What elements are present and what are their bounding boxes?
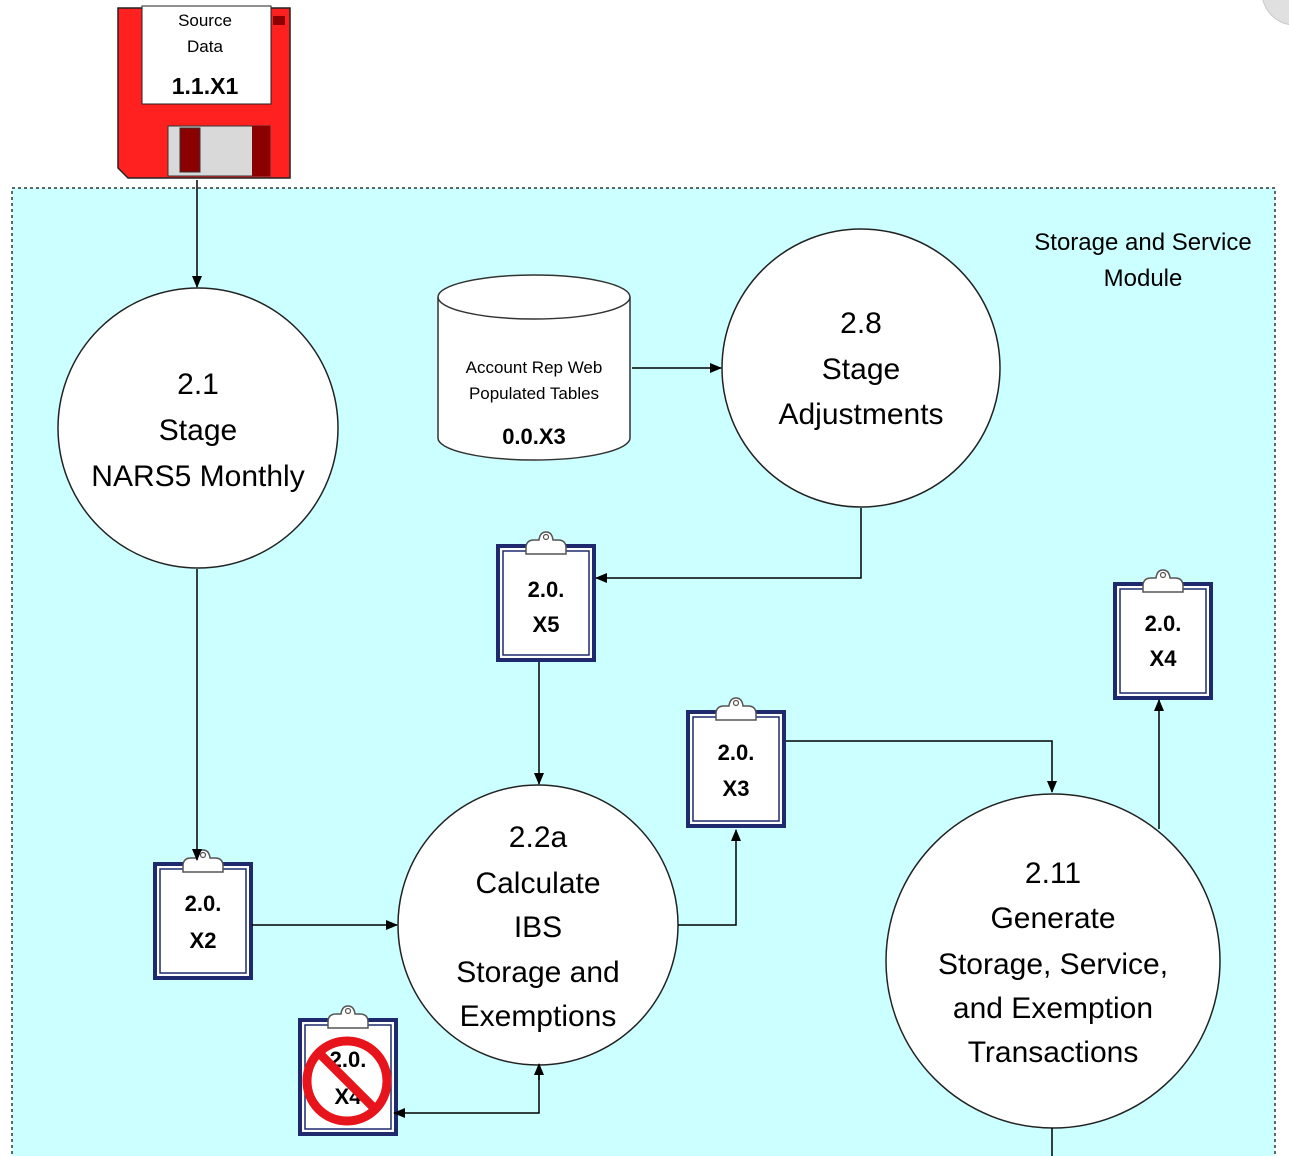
corner-decoration xyxy=(1262,0,1289,25)
disk-id: 1.1.X1 xyxy=(172,73,239,99)
process-2-2a-line3: Storage and xyxy=(456,956,619,989)
no-symbol-icon xyxy=(302,1036,392,1126)
datastore-cylinder xyxy=(437,274,631,461)
process-2-11-line3: and Exemption xyxy=(953,992,1153,1025)
datastore-label-line1: Account Rep Web xyxy=(466,358,603,377)
module-title-line1: Storage and Service xyxy=(1034,229,1251,256)
process-2-2a-line1: Calculate xyxy=(475,867,600,900)
process-2-2a-number: 2.2a xyxy=(509,821,568,854)
clipboard-x5-line1: 2.0. xyxy=(528,577,565,602)
process-2-2a-line4: Exemptions xyxy=(460,1000,617,1033)
disk-label-line1: Source xyxy=(178,11,232,30)
process-2-8-number: 2.8 xyxy=(840,307,882,340)
flow-x3-to-2-11 xyxy=(786,740,1057,793)
flow-2-2a-to-x3 xyxy=(678,829,741,926)
floppy-disk-icon xyxy=(117,5,291,179)
clipboard-x4-right-line2: X4 xyxy=(1150,646,1178,671)
process-2-11-number: 2.11 xyxy=(1025,857,1081,890)
process-2-2a-line2: IBS xyxy=(514,911,562,944)
process-2-11-line1: Generate xyxy=(990,902,1115,935)
process-2-11-line4: Transactions xyxy=(968,1036,1139,1069)
process-2-11-circle xyxy=(885,793,1221,1129)
process-2-11-line2: Storage, Service, xyxy=(938,948,1168,981)
process-2-8-line2: Adjustments xyxy=(778,398,943,431)
datastore-id: 0.0.X3 xyxy=(502,424,566,449)
flow-2-8-to-x5 xyxy=(595,508,862,583)
clipboard-x3-line1: 2.0. xyxy=(718,740,755,765)
disk-label-line2: Data xyxy=(187,37,223,56)
process-2-1-number: 2.1 xyxy=(177,368,219,401)
flow-2-2a-x4-blocked xyxy=(393,1066,540,1118)
process-2-8-line1: Stage xyxy=(822,353,900,386)
process-2-1-circle xyxy=(57,287,339,569)
process-2-1-line2: NARS5 Monthly xyxy=(91,460,304,493)
process-2-8-circle xyxy=(721,228,1001,508)
process-2-1-line1: Stage xyxy=(159,414,237,447)
clipboard-x5-line2: X5 xyxy=(533,612,560,637)
clipboard-x4-right-line1: 2.0. xyxy=(1145,611,1182,636)
clipboard-x2-line2: X2 xyxy=(190,928,217,953)
clipboard-x2-line1: 2.0. xyxy=(185,891,222,916)
clipboard-x3-line2: X3 xyxy=(723,776,750,801)
module-title-line2: Module xyxy=(1104,265,1183,292)
datastore-label-line2: Populated Tables xyxy=(469,384,599,403)
